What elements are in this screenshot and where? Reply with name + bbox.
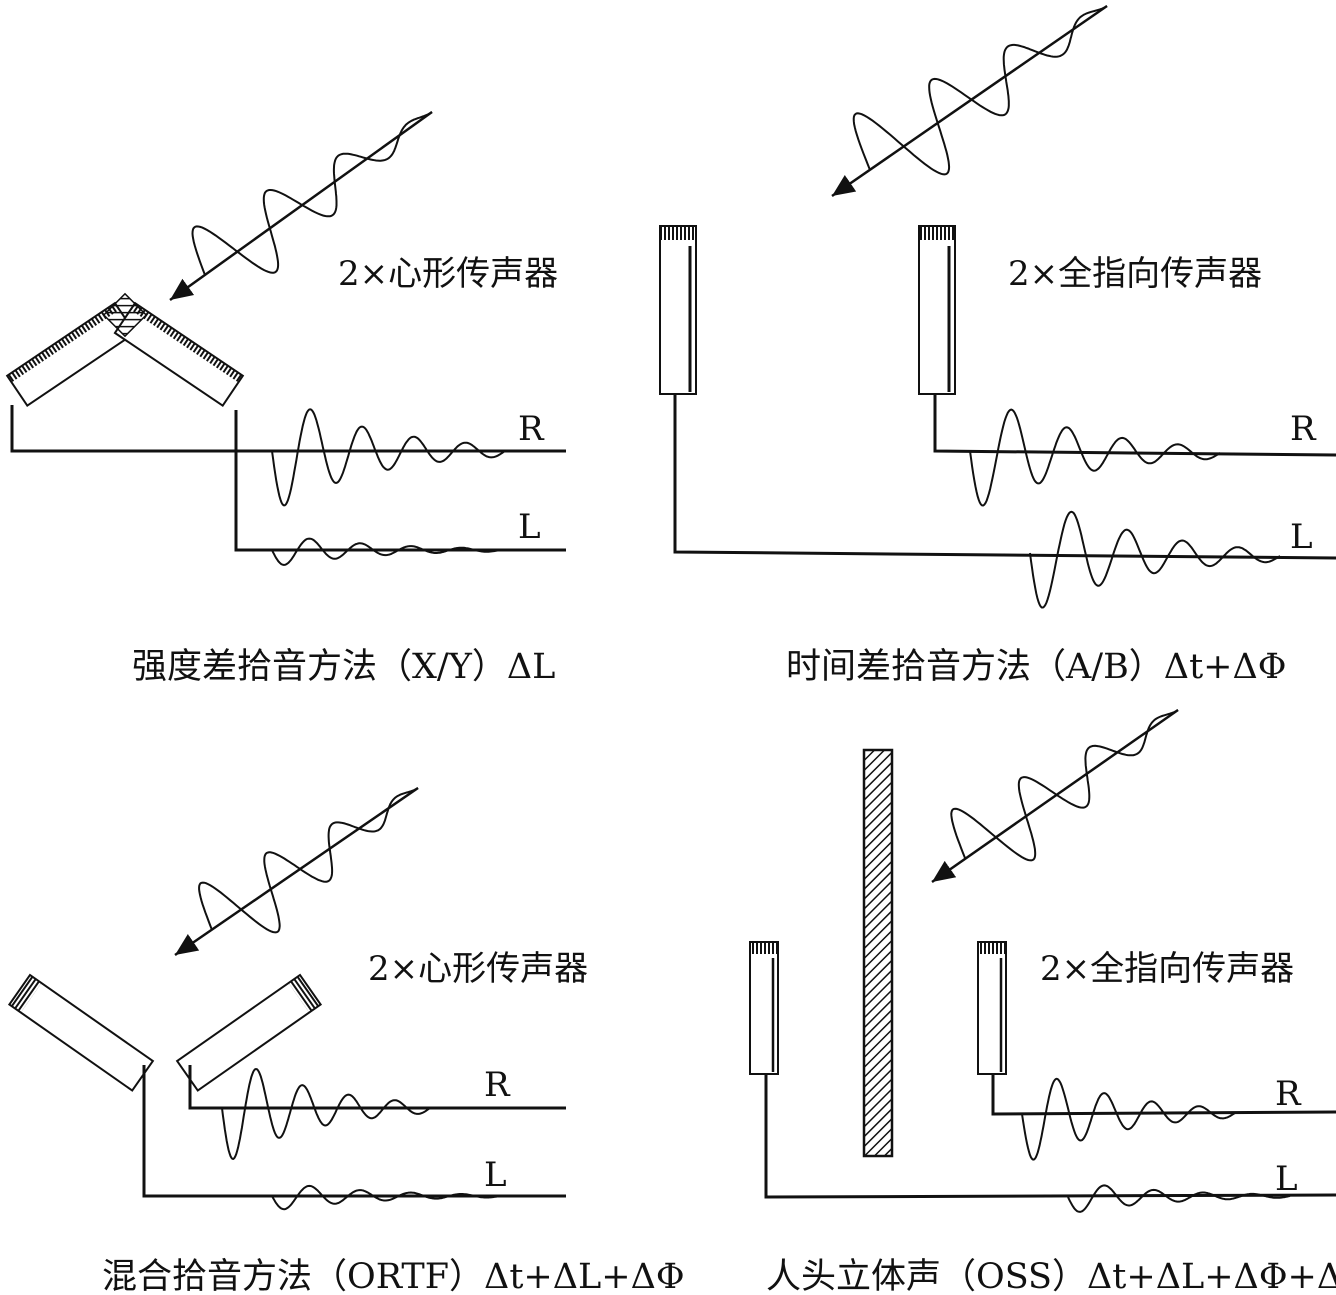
mic-type-label: 2×全指向传声器 <box>1008 254 1262 294</box>
omni-microphone-right <box>918 225 956 395</box>
left-channel-label: L <box>1290 517 1313 557</box>
incoming-wave-ortf <box>174 786 419 957</box>
left-channel-label: L <box>1275 1159 1298 1199</box>
signal-lines-oss <box>764 1074 1336 1213</box>
right-channel-label: R <box>484 1065 511 1105</box>
panel-ab: 2×全指向传声器 R L 时间差拾音方法（A/B）Δt+ΔΦ <box>659 4 1336 687</box>
right-channel-label: R <box>1290 409 1317 449</box>
right-channel-label: R <box>1275 1074 1302 1114</box>
signal-lines-xy <box>10 405 566 566</box>
omni-microphone-left <box>659 225 697 395</box>
incoming-wave-ab <box>831 4 1108 198</box>
incoming-wave-oss <box>931 708 1179 884</box>
omni-microphone-right <box>977 941 1007 1075</box>
ortf-microphone-right <box>175 973 323 1092</box>
xy-microphone-pair <box>5 292 245 408</box>
panel-ortf: 2×心形传声器 R L 混合拾音方法（ORTF）Δt+ΔL+ΔΦ <box>7 786 685 1295</box>
panel-caption: 混合拾音方法（ORTF）Δt+ΔL+ΔΦ <box>102 1257 685 1295</box>
mic-type-label: 2×心形传声器 <box>338 254 558 294</box>
panel-oss: 2×全指向传声器 R L 人头立体声（OSS）Δt+ΔL+ΔΦ+Δf <box>749 708 1336 1295</box>
left-channel-label: L <box>518 507 541 547</box>
left-channel-label: L <box>484 1155 507 1195</box>
right-channel-label: R <box>518 409 545 449</box>
ortf-microphone-left <box>7 973 155 1092</box>
panel-caption: 强度差拾音方法（X/Y）ΔL <box>132 647 555 687</box>
panel-xy: 2×心形传声器 R L 强度差拾音方法（X/Y）ΔL <box>5 110 566 687</box>
mic-type-label: 2×心形传声器 <box>368 949 588 989</box>
incoming-wave-xy <box>169 110 433 302</box>
signal-lines-ab <box>673 394 1336 609</box>
omni-microphone-left <box>749 941 779 1075</box>
baffle-disk <box>862 748 894 1158</box>
signal-lines-ortf <box>142 1065 566 1211</box>
panel-caption: 人头立体声（OSS）Δt+ΔL+ΔΦ+Δf <box>766 1257 1336 1295</box>
mic-type-label: 2×全指向传声器 <box>1040 949 1294 989</box>
panel-caption: 时间差拾音方法（A/B）Δt+ΔΦ <box>786 647 1286 687</box>
